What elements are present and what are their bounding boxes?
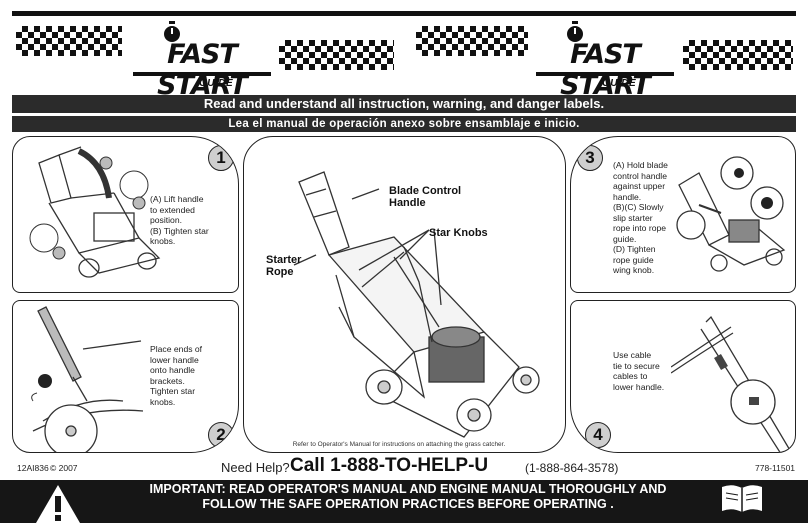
warning-line-1: IMPORTANT: READ OPERATOR'S MANUAL AND EN… <box>149 482 667 496</box>
cable-tie-illustration <box>671 315 792 452</box>
checker-strip-2 <box>279 40 394 70</box>
checker-strip-3 <box>416 26 528 56</box>
help-phone-number[interactable]: Call 1-888-TO-HELP-U <box>290 455 489 476</box>
center-mower-panel: Blade Control Handle Star Knobs Starter … <box>243 136 566 453</box>
step-number-4: 4 <box>585 422 611 448</box>
warning-bar <box>0 480 808 523</box>
stopwatch-icon <box>164 21 180 42</box>
step-number-1: 1 <box>208 145 234 171</box>
logo-underline <box>536 72 674 76</box>
instruction-banner-spanish: Lea el manual de operación anexo sobre e… <box>12 116 796 132</box>
callout-star-knobs: Star Knobs <box>429 227 488 239</box>
starter-rope-illustration <box>676 156 786 272</box>
step-number-3: 3 <box>577 145 603 171</box>
lawn-mower-illustration <box>293 171 540 438</box>
fast-start-logo-right: FAST START GUIDE <box>530 21 680 101</box>
logo-title: FAST START <box>157 39 248 101</box>
logo-guide: GUIDE <box>602 78 637 89</box>
callout-blade-control-handle: Blade Control Handle <box>389 185 462 209</box>
instruction-banner-english: Read and understand all instruction, war… <box>12 95 796 113</box>
document-code: 12AI836 <box>17 463 49 473</box>
handle-bracket-illustration <box>31 306 144 452</box>
logo-guide: GUIDE <box>199 78 234 89</box>
warning-line-2: FOLLOW THE SAFE OPERATION PRACTICES BEFO… <box>202 497 614 511</box>
help-phone-numeric[interactable]: (1-888-864-3578) <box>525 461 619 475</box>
mower-handle-illustration <box>29 146 161 278</box>
open-book-icon <box>722 485 762 512</box>
grass-catcher-note: Refer to Operator's Manual for instructi… <box>292 441 506 448</box>
logo-underline <box>133 72 271 76</box>
copyright: © 2007 <box>50 463 78 473</box>
part-number: 778-11501 <box>755 463 796 473</box>
stopwatch-icon <box>567 21 583 42</box>
checker-strip-4 <box>683 40 793 70</box>
fast-start-logo-left: FAST START GUIDE <box>127 21 277 101</box>
top-rule <box>12 11 796 16</box>
need-help-label: Need Help? <box>221 460 290 475</box>
exclamation-icon <box>36 485 80 523</box>
logo-title: FAST START <box>560 39 651 101</box>
checker-strip-1 <box>16 26 122 56</box>
step-number-2: 2 <box>208 422 234 448</box>
callout-starter-rope: Starter Rope <box>266 254 302 278</box>
